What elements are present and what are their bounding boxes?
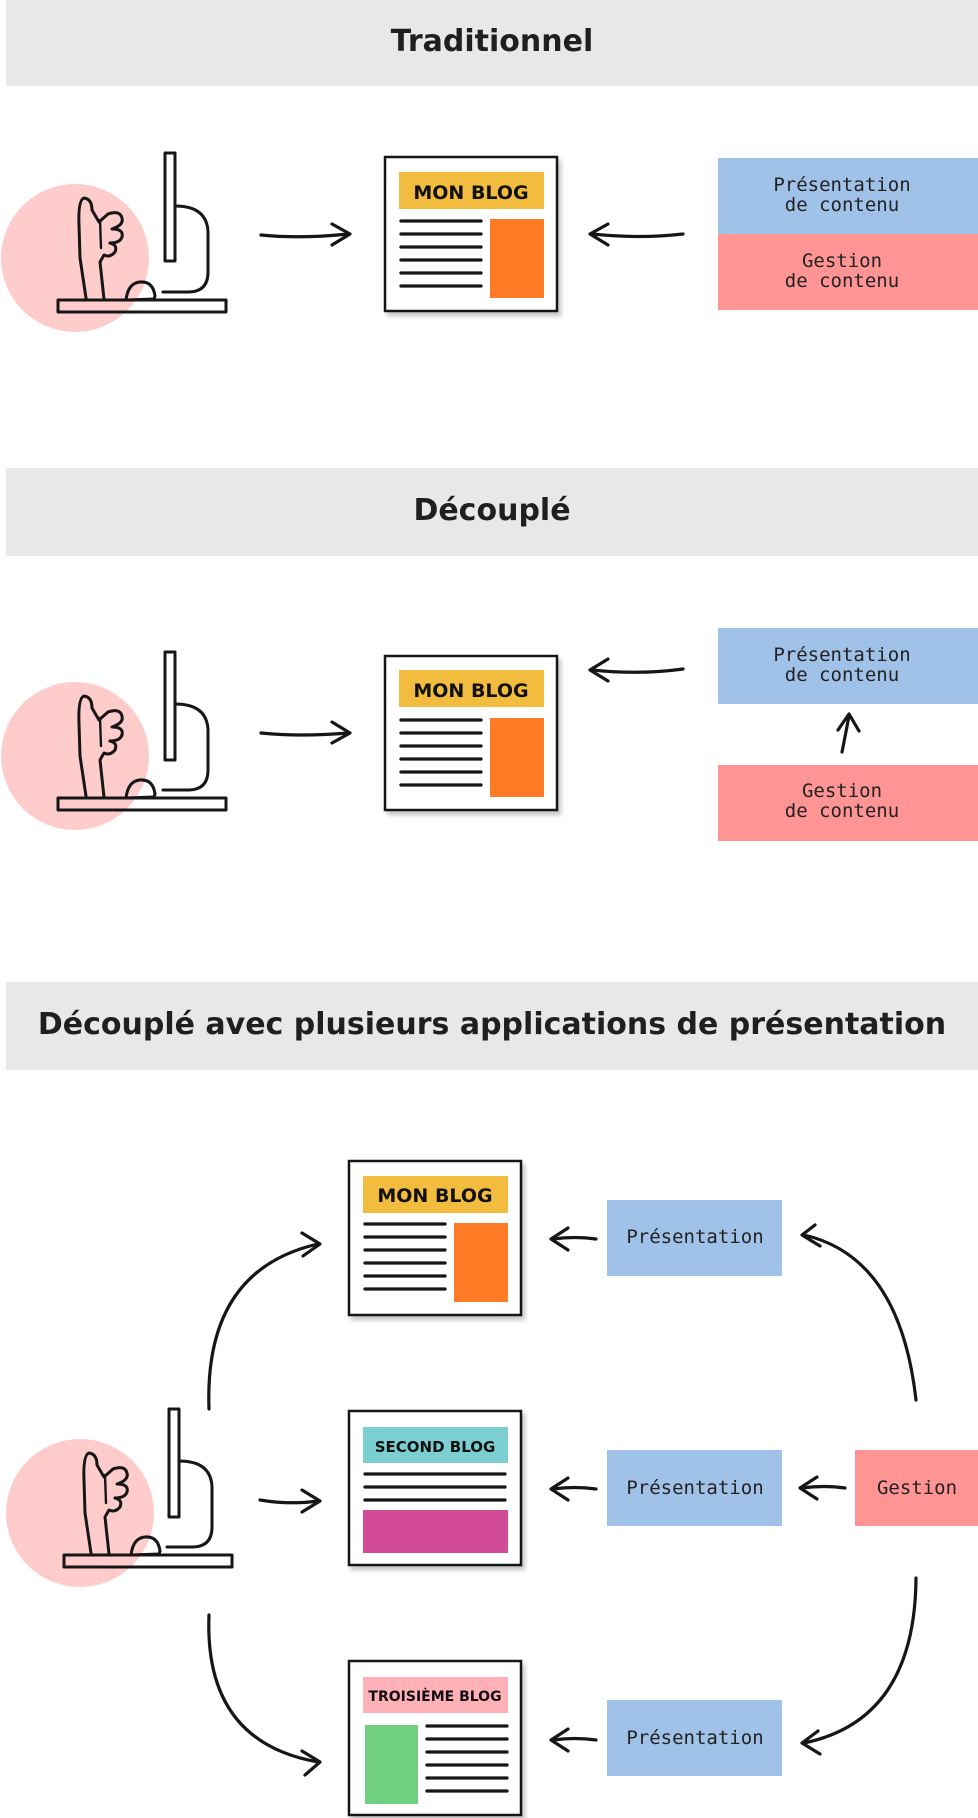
section-title: Découplé <box>413 493 570 528</box>
blog-header <box>363 1427 508 1463</box>
presentation-label: Présentation <box>626 1226 763 1248</box>
arrow-icon <box>549 1727 598 1753</box>
section-traditionnel: Traditionnel MON BLOG <box>1 0 978 332</box>
blog-page-icon: SECOND BLOG <box>347 1409 523 1567</box>
blog-page-icon: MON BLOG <box>347 1159 523 1317</box>
arrow-icon <box>588 657 685 683</box>
section-decouple: Découplé MON BLOG <box>1 468 978 841</box>
blog-page-icon: MON BLOG <box>383 155 559 313</box>
presentation-box: Présentation <box>607 1450 782 1526</box>
arrow-icon <box>259 720 352 745</box>
arrow-icon <box>207 1231 322 1411</box>
presentation-box: Présentation <box>607 1200 782 1276</box>
blog-title: MON BLOG <box>413 182 528 204</box>
blog-title: SECOND BLOG <box>375 1438 496 1456</box>
presentation-label: Présentation <box>626 1727 763 1749</box>
blog-title: MON BLOG <box>413 680 528 702</box>
arrow-icon <box>549 1476 598 1502</box>
blog-header <box>363 1677 508 1713</box>
section-title: Traditionnel <box>391 24 594 59</box>
arrow-icon <box>258 1488 322 1514</box>
arrow-icon <box>207 1613 322 1777</box>
gestion-label: Gestion <box>877 1477 957 1499</box>
presentation-label: Présentation <box>626 1477 763 1499</box>
section-title: Découplé avec plusieurs applications de … <box>38 1007 946 1042</box>
user-computer-icon <box>1 151 228 332</box>
section-banner <box>6 468 978 556</box>
arrow-icon <box>588 222 685 247</box>
arrow-icon <box>259 222 352 247</box>
arrow-icon <box>800 1223 918 1402</box>
presentation-box: Présentation <box>607 1700 782 1776</box>
arrow-icon <box>798 1475 847 1501</box>
user-computer-icon <box>6 1407 234 1587</box>
section-banner <box>6 982 978 1070</box>
arrow-icon <box>549 1226 598 1252</box>
blog-page-icon: MON BLOG <box>383 654 559 812</box>
arrow-icon <box>800 1576 918 1756</box>
user-computer-icon <box>1 650 228 830</box>
blog-title: MON BLOG <box>377 1185 492 1207</box>
blog-page-icon: TROISIÈME BLOG <box>347 1659 523 1817</box>
arrow-icon <box>836 712 861 754</box>
gestion-box: Gestion <box>855 1450 978 1526</box>
blog-header <box>399 670 544 707</box>
section-banner <box>6 0 978 86</box>
section-multi: Découplé avec plusieurs applications de … <box>6 982 978 1817</box>
blog-title: TROISIÈME BLOG <box>368 1688 501 1705</box>
blog-header <box>363 1176 508 1213</box>
blog-header <box>399 172 544 209</box>
